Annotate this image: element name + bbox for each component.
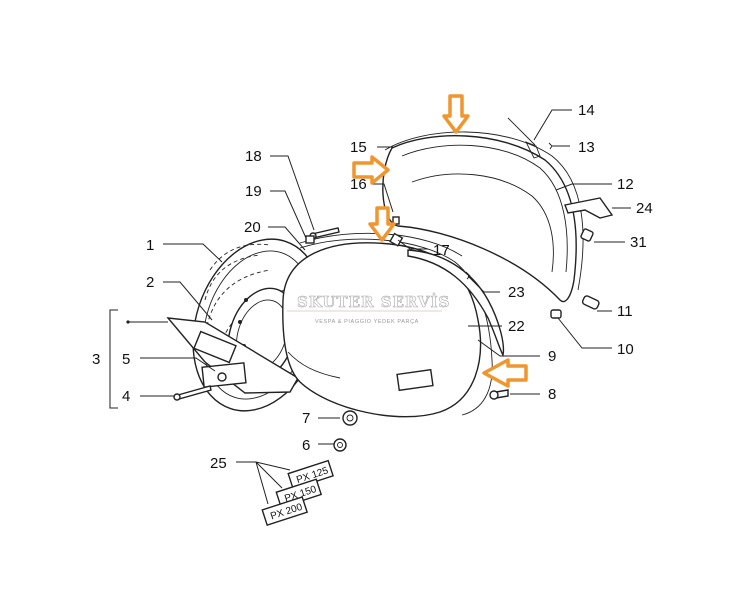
wheel-bracket [166,317,299,394]
leader-lines [109,109,631,505]
callout-25: 25 [210,455,227,472]
hardware [173,117,614,452]
callout-17: 17 [433,242,450,259]
callout-22: 22 [508,318,525,335]
callout-8: 8 [548,386,556,403]
callout-10: 10 [617,341,634,358]
callout-9: 9 [548,348,556,365]
arrow-left-icon [482,358,528,388]
callout-19: 19 [245,183,262,200]
callout-12: 12 [617,176,634,193]
watermark-title: SKUTER SERVİS [297,292,450,311]
callout-3: 3 [92,351,100,368]
arrow-down-icon [442,94,470,134]
highlight-arrows [352,94,528,388]
side-cowl-rear [382,131,584,303]
callout-5: 5 [122,351,130,368]
callout-31: 31 [630,234,647,251]
callout-18: 18 [245,148,262,165]
model-badges: PX 125 PX 150 PX 200 [261,459,334,527]
callout-1: 1 [146,237,154,254]
callout-13: 13 [578,139,595,156]
callout-6: 6 [302,437,310,454]
callout-20: 20 [244,219,261,236]
callout-15: 15 [350,139,367,156]
callout-7: 7 [302,410,310,427]
watermark: SKUTER SERVİS VESPA & PIAGGIO YEDEK PARÇ… [287,292,450,325]
callout-11: 11 [617,303,633,320]
callout-labels: 1 2 3 4 5 6 7 8 9 10 11 12 13 14 15 16 1… [92,102,653,472]
arrow-right-icon [352,155,390,185]
callout-2: 2 [146,274,154,291]
callout-14: 14 [578,102,595,119]
side-cowl-main [282,232,493,418]
callout-24: 24 [636,200,653,217]
arrow-down-icon [368,206,396,242]
callout-4: 4 [122,388,130,405]
seal-strip [407,249,505,357]
watermark-subtitle: VESPA & PIAGGIO YEDEK PARÇA [315,319,419,325]
badge-px200 [261,496,309,527]
callout-16: 16 [350,176,367,193]
callout-23: 23 [508,284,525,301]
